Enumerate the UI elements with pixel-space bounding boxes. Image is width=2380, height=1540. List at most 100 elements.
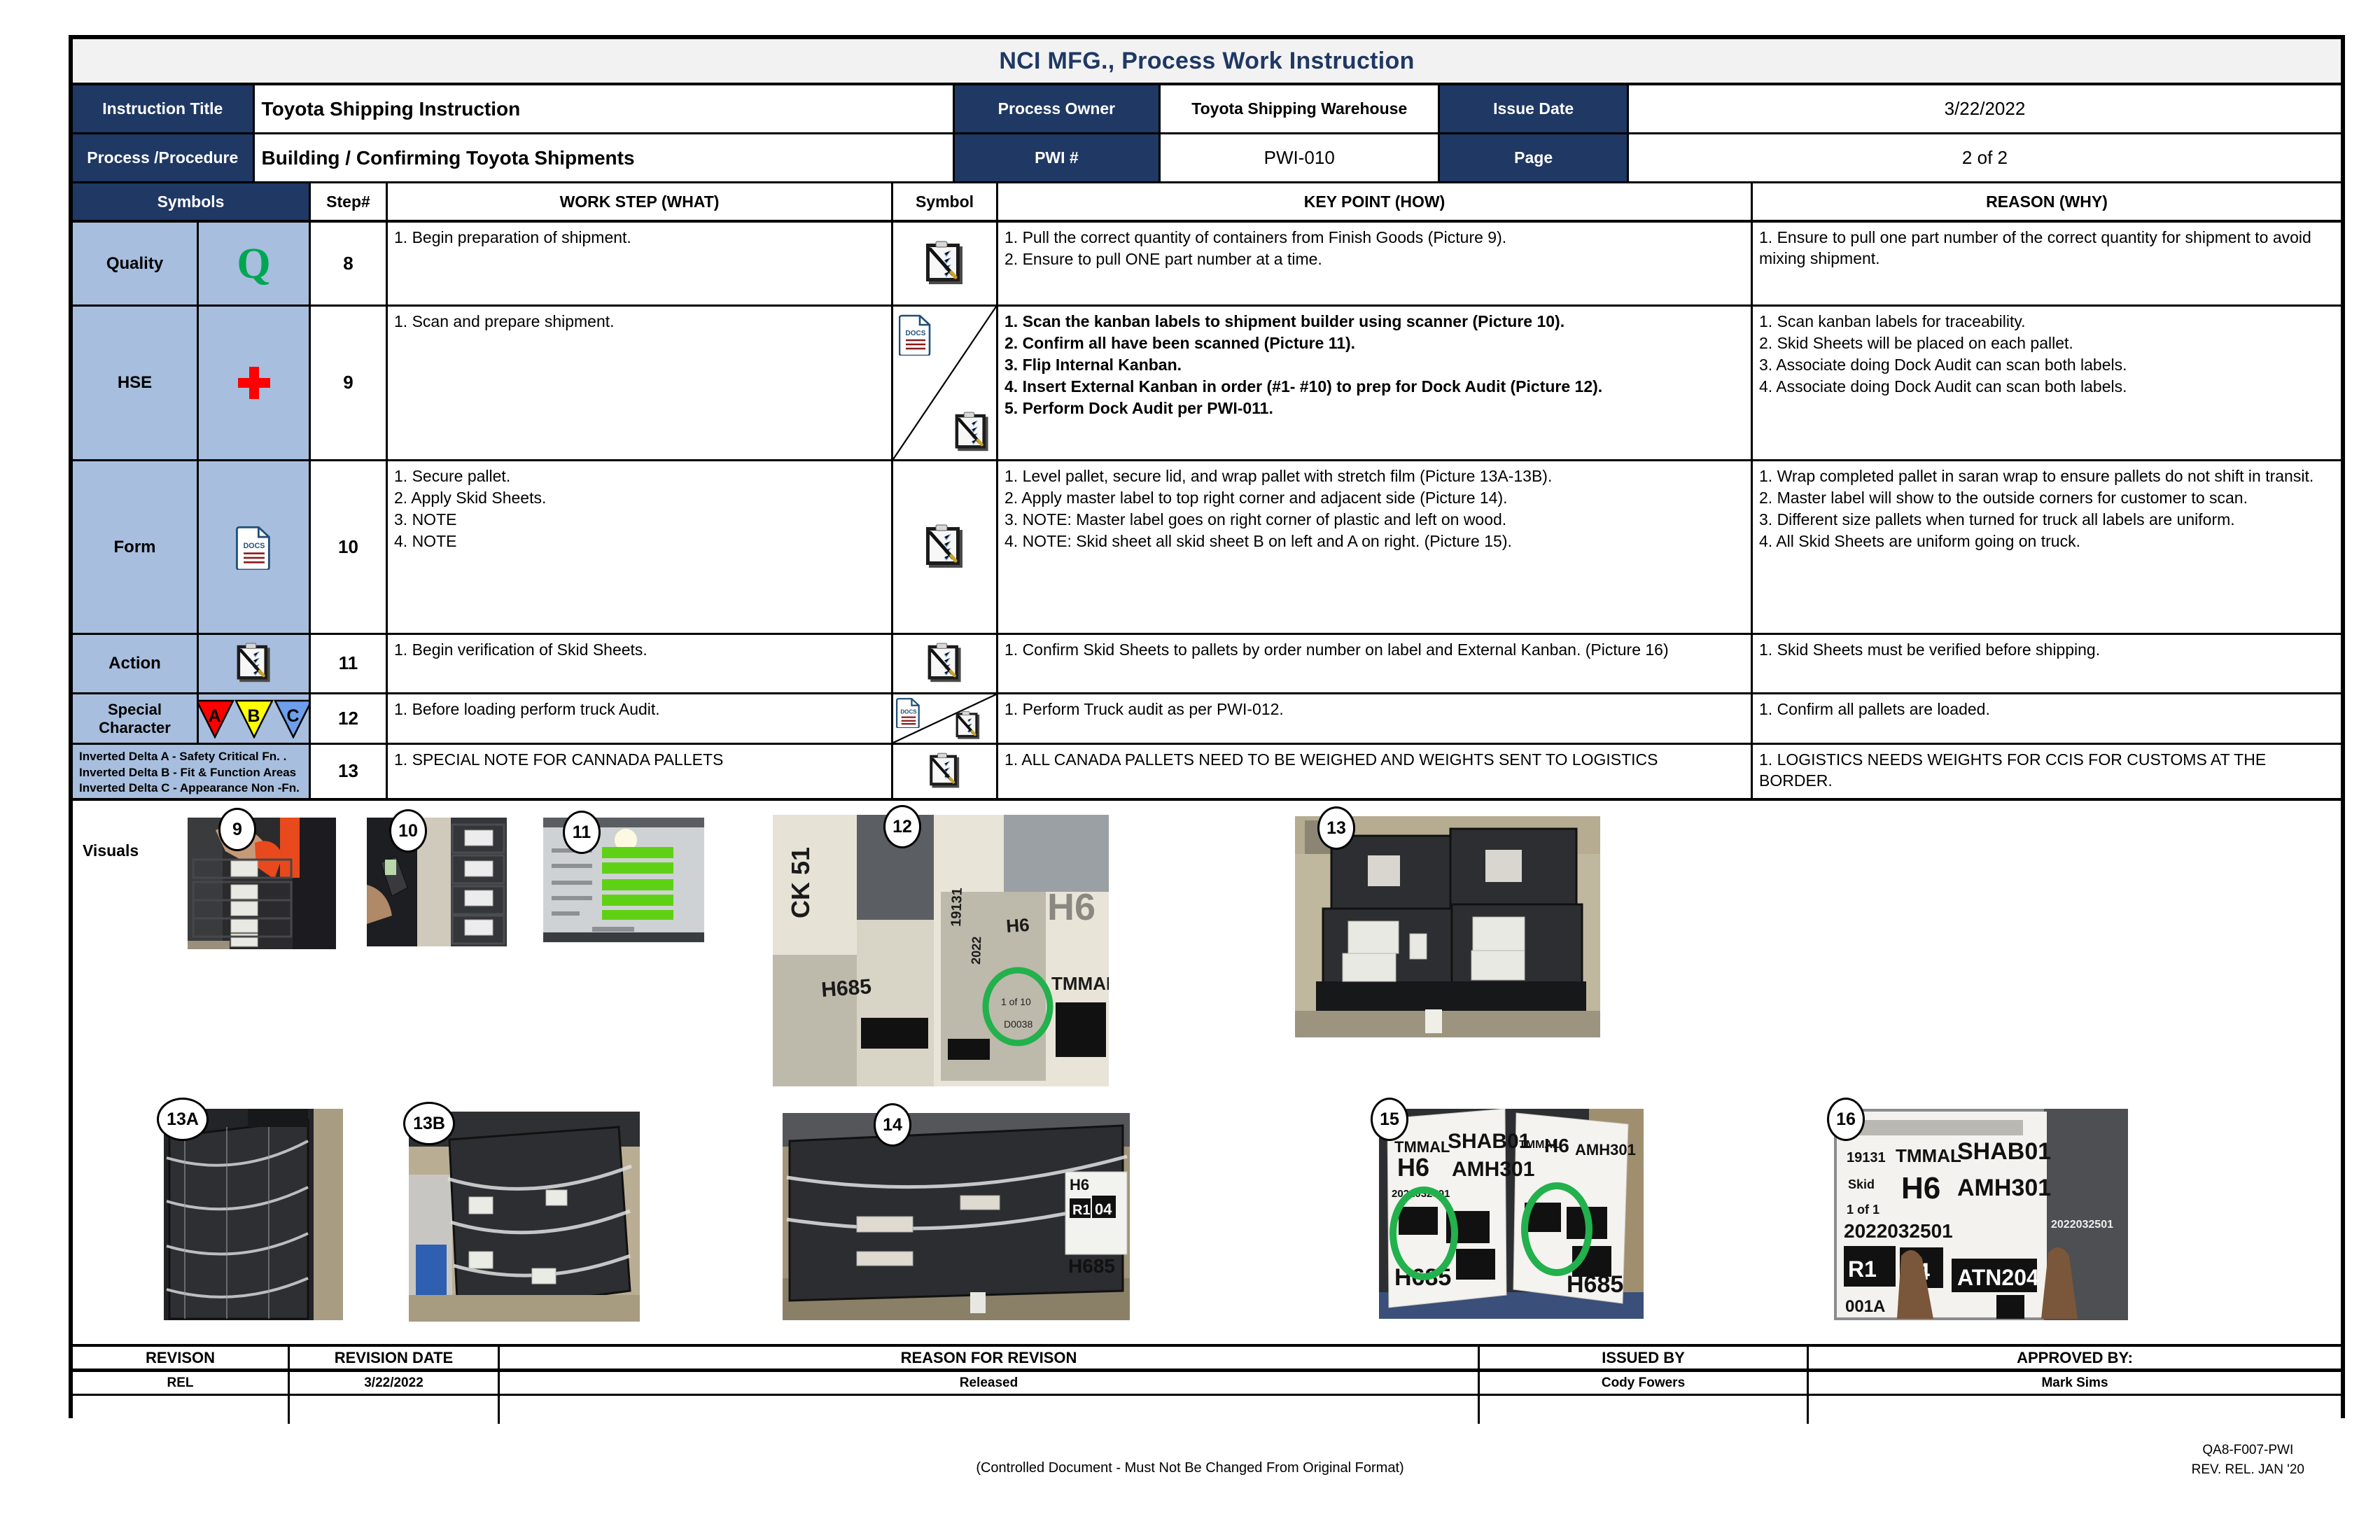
revision-date-value — [290, 1396, 500, 1424]
docs-icon: DOCS — [235, 526, 270, 570]
col-header-reason: REASON (WHY) — [1753, 183, 2341, 223]
svg-text:AMH301: AMH301 — [1575, 1141, 1636, 1158]
step-number: 13 — [311, 745, 388, 801]
work-step-line: 2. Apply Skid Sheets. — [394, 488, 547, 507]
photo-13A-image — [164, 1109, 343, 1320]
triangle-c-icon: C — [273, 699, 309, 738]
visual-badge: 13B — [403, 1102, 455, 1145]
red-cross-icon — [237, 367, 270, 399]
triangle-letter: B — [247, 706, 260, 726]
revision-approved-by-value — [1809, 1396, 2341, 1424]
work-step-line: 1. Begin preparation of shipment. — [394, 228, 631, 246]
work-step-line: 1. SPECIAL NOTE FOR CANNADA PALLETS — [394, 750, 724, 769]
reason-line: 1. Scan kanban labels for traceability. — [1759, 312, 2026, 330]
svg-text:DOCS: DOCS — [900, 708, 917, 715]
symbol-icon-cell — [199, 307, 311, 461]
table-row: Quality Q 8 1. Begin preparation of ship… — [73, 223, 2341, 307]
reason-cell: 1. Wrap completed pallet in saran wrap t… — [1753, 461, 2341, 635]
visual-badge: 16 — [1827, 1098, 1865, 1141]
abc-triangles-icon: A B C — [199, 699, 309, 738]
svg-text:19131: 19131 — [1847, 1150, 1886, 1166]
svg-text:2022: 2022 — [969, 936, 983, 965]
work-step-cell: 1. Begin verification of Skid Sheets. — [388, 635, 893, 694]
step-symbol-cell: DOCS — [893, 694, 998, 745]
work-step-line: 4. NOTE — [394, 531, 457, 550]
form-rev: REV. REL. JAN '20 — [2191, 1462, 2304, 1477]
document-title-band: NCI MFG., Process Work Instruction — [73, 39, 2341, 85]
step-symbol-cell — [893, 223, 998, 307]
svg-text:001A: 001A — [1845, 1297, 1885, 1316]
revision-col-reason: REASON FOR REVISON — [500, 1347, 1480, 1372]
clipboard-icon — [925, 524, 962, 568]
visual-photo-14[interactable]: R1 04 H6 H685 — [783, 1113, 1130, 1320]
key-point-cell: 1. Scan the kanban labels to shipment bu… — [998, 307, 1753, 461]
key-point-cell: 1. ALL CANADA PALLETS NEED TO BE WEIGHED… — [998, 745, 1753, 801]
svg-text:R1: R1 — [1072, 1203, 1091, 1218]
legend-line: Inverted Delta A - Safety Critical Fn. . — [79, 750, 287, 763]
step-symbol-cell: DOCS — [893, 307, 998, 461]
col-header-symbols: Symbols — [73, 183, 311, 223]
page-title: NCI MFG., Process Work Instruction — [999, 47, 1415, 74]
process-procedure-value: Building / Confirming Toyota Shipments — [254, 134, 955, 183]
visual-photo-13[interactable] — [1295, 816, 1600, 1037]
key-point-line: 1. Perform Truck audit as per PWI-012. — [1004, 700, 1284, 718]
reason-line: 1. Confirm all pallets are loaded. — [1759, 700, 1990, 718]
visual-photo-11[interactable] — [543, 818, 704, 942]
revision-row — [73, 1396, 2341, 1424]
svg-text:DOCS: DOCS — [906, 330, 926, 337]
reason-cell: 1. Skid Sheets must be verified before s… — [1753, 635, 2341, 694]
visual-photo-13B[interactable] — [409, 1112, 640, 1322]
step-number: 8 — [311, 223, 388, 307]
triangle-a-icon: A — [199, 699, 234, 738]
reason-line: 1. Wrap completed pallet in saran wrap t… — [1759, 467, 2314, 485]
step-number: 12 — [311, 694, 388, 745]
step-number: 10 — [311, 461, 388, 635]
reason-line: 4. Associate doing Dock Audit can scan b… — [1759, 377, 2127, 396]
visual-photo-13A[interactable] — [164, 1109, 343, 1320]
photo-10-image — [367, 818, 507, 946]
form-id: QA8-F007-PWI — [2202, 1443, 2294, 1457]
triangle-letter: C — [286, 706, 300, 726]
symbol-icon-cell — [199, 635, 311, 694]
work-step-cell: 1. Before loading perform truck Audit. — [388, 694, 893, 745]
svg-text:ATN204: ATN204 — [1957, 1265, 2039, 1290]
process-owner-value: Toyota Shipping Warehouse — [1161, 85, 1441, 134]
visual-photo-10[interactable] — [367, 818, 507, 946]
visual-photo-12[interactable]: CK 51 H685 19131 H6 H6 TMMAL K 2022 — [773, 815, 1109, 1086]
svg-text:04: 04 — [1095, 1200, 1112, 1218]
triangle-b-icon: B — [234, 699, 274, 738]
symbol-label-hse: HSE — [73, 307, 199, 461]
triangle-letter: A — [208, 706, 221, 726]
visual-photo-16[interactable]: 19131 TMMAL SHAB01 Skid H6 AMH301 1 of 1… — [1834, 1109, 2128, 1320]
revision-reason-value: Released — [500, 1372, 1480, 1396]
revision-col-revision: REVISON — [73, 1347, 290, 1372]
visual-badge: 10 — [389, 809, 427, 853]
symbol-label-quality: Quality — [73, 223, 199, 307]
svg-text:H6: H6 — [1047, 886, 1096, 928]
svg-text:19131: 19131 — [948, 888, 965, 927]
clipboard-icon — [927, 643, 961, 682]
revision-table: REVISON REVISION DATE REASON FOR REVISON… — [73, 1347, 2341, 1424]
revision-date-value: 3/22/2022 — [290, 1372, 500, 1396]
svg-text:H6: H6 — [1005, 914, 1030, 937]
col-header-key-point: KEY POINT (HOW) — [998, 183, 1753, 223]
legend-line: Inverted Delta C - Appearance Non -Fn. — [79, 781, 300, 795]
key-point-line: 2. Apply master label to top right corne… — [1004, 488, 1508, 507]
clipboard-icon — [929, 752, 959, 788]
key-point-line: 1. Pull the correct quantity of containe… — [1004, 228, 1507, 246]
col-header-work-step: WORK STEP (WHAT) — [388, 183, 893, 223]
visual-photo-9[interactable] — [188, 818, 336, 949]
document-frame: NCI MFG., Process Work Instruction Instr… — [69, 35, 2345, 1424]
visual-badge: 13 — [1317, 806, 1355, 850]
form-id-block: QA8-F007-PWI REV. REL. JAN '20 — [2192, 1441, 2304, 1479]
step-symbol-cell — [893, 745, 998, 801]
reason-line: 4. All Skid Sheets are uniform going on … — [1759, 531, 2080, 550]
reason-line: 2. Master label will show to the outside… — [1759, 488, 2248, 507]
photo-13-image — [1295, 816, 1600, 1037]
work-step-line: 1. Secure pallet. — [394, 467, 511, 485]
work-step-line: 3. NOTE — [394, 510, 457, 528]
reason-cell: 1. Ensure to pull one part number of the… — [1753, 223, 2341, 307]
revision-value: REL — [73, 1372, 290, 1396]
revision-reason-value — [500, 1396, 1480, 1424]
